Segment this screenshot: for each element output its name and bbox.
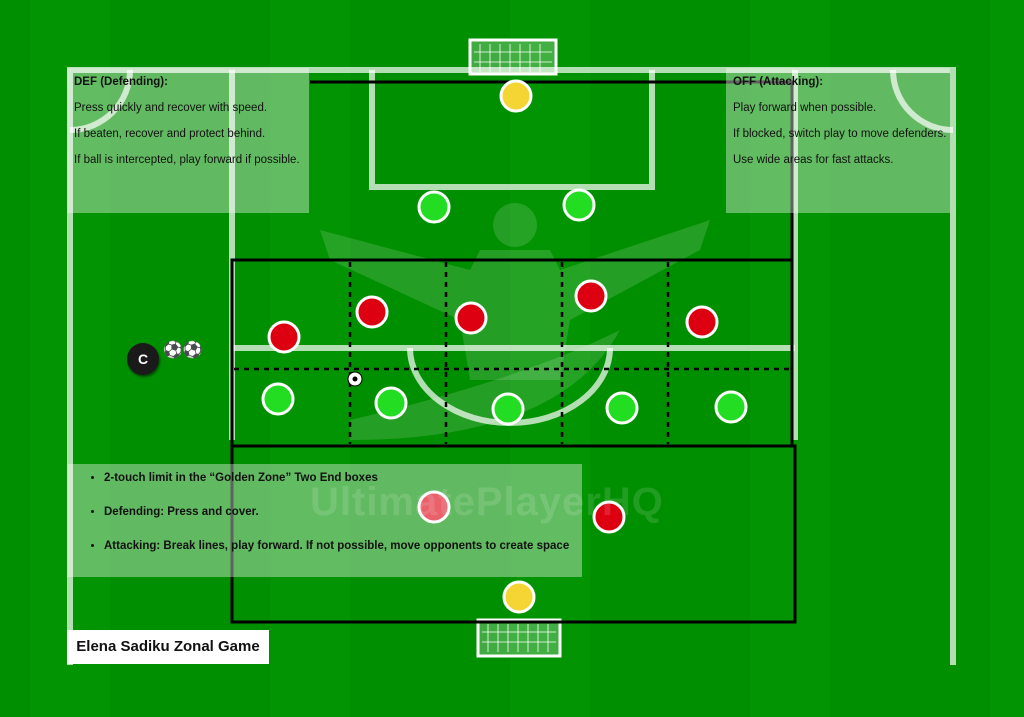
zones bbox=[230, 80, 797, 624]
watermark: UltimatePlayerHQ bbox=[310, 480, 664, 524]
defending-notes: DEF (Defending): Press quickly and recov… bbox=[67, 68, 309, 213]
player-red[interactable] bbox=[685, 305, 719, 339]
player-green[interactable] bbox=[374, 386, 408, 420]
attacking-line: If blocked, switch play to move defender… bbox=[733, 128, 947, 140]
attacking-notes: OFF (Attacking): Play forward when possi… bbox=[726, 68, 950, 213]
diagram-title: Elena Sadiku Zonal Game bbox=[67, 630, 269, 664]
pitch-lines bbox=[67, 67, 956, 665]
defending-line: If beaten, recover and protect behind. bbox=[74, 128, 266, 140]
end-box-bottom bbox=[230, 444, 797, 624]
rule-item: 2-touch limit in the “Golden Zone” Two E… bbox=[104, 472, 582, 484]
defending-line: Press quickly and recover with speed. bbox=[74, 102, 268, 114]
rules-box: 2-touch limit in the “Golden Zone” Two E… bbox=[67, 464, 582, 577]
rule-item: Attacking: Break lines, play forward. If… bbox=[104, 540, 582, 552]
goalkeeper[interactable] bbox=[502, 580, 536, 614]
player-red[interactable] bbox=[355, 295, 389, 329]
attacking-heading: OFF (Attacking): bbox=[733, 76, 824, 88]
rule-item: Defending: Press and cover. bbox=[104, 506, 582, 518]
coach-icon: C bbox=[127, 343, 159, 375]
player-red[interactable] bbox=[417, 490, 451, 524]
player-green[interactable] bbox=[491, 392, 525, 426]
ball-icon[interactable] bbox=[347, 371, 363, 387]
player-green[interactable] bbox=[562, 188, 596, 222]
zone-dividers bbox=[234, 262, 790, 444]
pitch-stripes bbox=[30, 0, 1024, 717]
attacking-line: Play forward when possible. bbox=[733, 102, 877, 114]
attacking-line: Use wide areas for fast attacks. bbox=[733, 154, 894, 166]
player-green[interactable] bbox=[261, 382, 295, 416]
player-green[interactable] bbox=[714, 390, 748, 424]
bottom-goal bbox=[476, 618, 562, 658]
defending-heading: DEF (Defending): bbox=[74, 76, 168, 88]
defending-line: If ball is intercepted, play forward if … bbox=[74, 154, 300, 166]
top-goal bbox=[468, 38, 558, 76]
player-red[interactable] bbox=[267, 320, 301, 354]
player-red[interactable] bbox=[574, 279, 608, 313]
goalkeeper[interactable] bbox=[499, 79, 533, 113]
player-green[interactable] bbox=[605, 391, 639, 425]
balls-icon: ⚽⚽ bbox=[163, 342, 203, 359]
player-green[interactable] bbox=[417, 190, 451, 224]
player-red[interactable] bbox=[592, 500, 626, 534]
player-red[interactable] bbox=[454, 301, 488, 335]
players bbox=[261, 79, 748, 614]
